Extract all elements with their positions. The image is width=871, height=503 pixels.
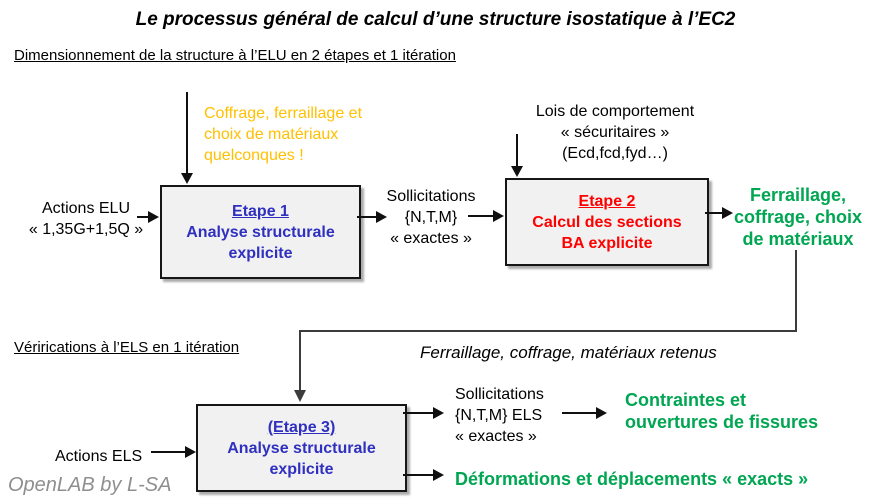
arrow-actions-els-to-etape3-icon — [151, 446, 196, 458]
label-sollicitations-elu: Sollicitations {N,T,M} « exactes » — [386, 188, 476, 247]
etape3-title: (Etape 3) — [267, 418, 336, 436]
etape2-title: Etape 2 — [578, 192, 636, 210]
label-sollicitations-els: Sollicitations {N,T,M} ELS « exactes » — [455, 386, 544, 445]
label-deformations-exacts: Déformations et déplacements « exacts » — [455, 469, 809, 489]
connector-arrowhead-down-icon — [294, 390, 306, 402]
arrow-sollicitations-to-etape2-icon — [468, 210, 504, 222]
label-ferraillage-output: Ferraillage, coffrage, choix de matériau… — [733, 185, 863, 249]
arrow-etape3-to-deformations-icon — [403, 469, 444, 481]
arrow-etape3-to-sollicitations-icon — [403, 407, 444, 419]
label-actions-els: Actions ELS — [55, 448, 143, 465]
etape1-body: Analyse structurale explicite — [186, 223, 335, 262]
label-actions-elu: Actions ELU « 1,35G+1,5Q » — [28, 200, 144, 238]
label-contraintes-fissures: Contraintes et ouvertures de fissures — [625, 390, 819, 432]
etape1-title: Etape 1 — [232, 202, 289, 220]
els-section-heading: Vérirications à l’ELS en 1 itération — [14, 339, 240, 356]
connector-down-right-segment — [795, 250, 797, 332]
etape3-box: (Etape 3) Analyse structurale explicite — [196, 404, 407, 492]
arrow-sollicitations-to-contraintes-icon — [562, 407, 607, 419]
connector-down-left-segment — [299, 331, 301, 390]
etape1-box: Etape 1 Analyse structurale explicite — [160, 185, 361, 279]
elu-section-heading: Dimensionnement de la structure à l’ELU … — [14, 47, 456, 64]
etape2-box: Etape 2 Calcul des sections BA explicite — [505, 178, 709, 266]
arrow-down-into-etape1-icon — [181, 92, 193, 184]
etape3-body: Analyse structurale explicite — [227, 439, 376, 478]
note-lois-comportement: Lois de comportement « sécuritaires » (E… — [535, 103, 695, 162]
etape2-body: Calcul des sections BA explicite — [532, 213, 682, 252]
connector-across-segment — [299, 330, 797, 332]
arrow-down-into-etape2-icon — [511, 134, 523, 177]
note-materiaux-retenus: Ferraillage, coffrage, matériaux retenus — [420, 343, 717, 362]
watermark-openlab: OpenLAB by L-SA — [8, 474, 172, 496]
arrow-etape1-to-sollicitations-icon — [357, 211, 387, 223]
arrow-etape2-to-output-icon — [705, 207, 733, 219]
note-coffrage-quelconques: Coffrage, ferraillage et choix de matéri… — [204, 105, 363, 164]
diagram-title: Le processus général de calcul d’une str… — [135, 9, 736, 30]
arrow-actions-elu-to-etape1-icon — [137, 211, 159, 223]
